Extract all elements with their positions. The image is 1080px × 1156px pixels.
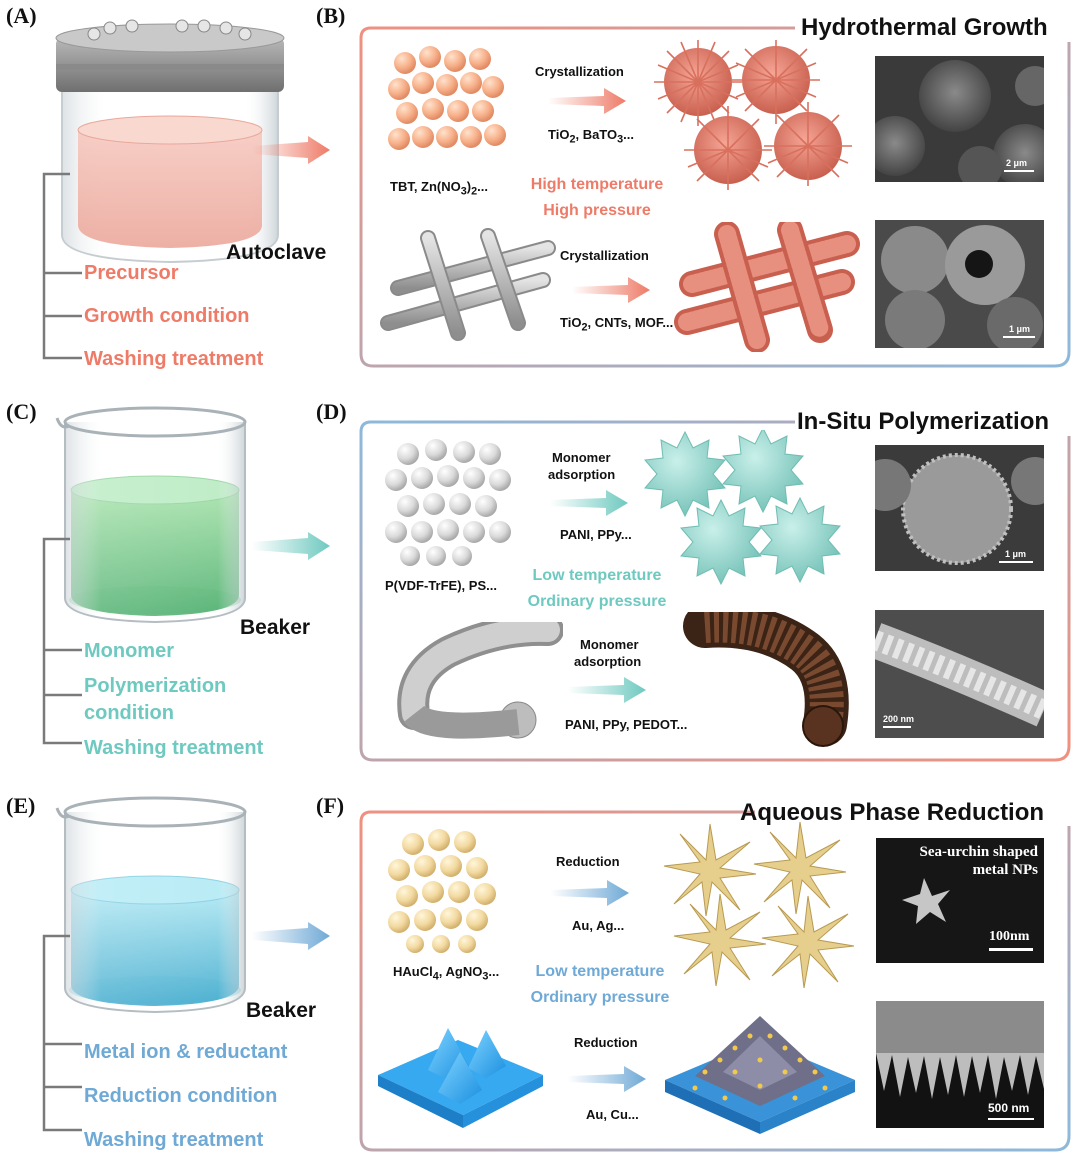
arrow-b1 <box>548 88 628 114</box>
gold-star-particles <box>660 822 860 990</box>
sem-image-d2: 200 nm <box>875 610 1044 738</box>
scale-label-f2: 500 nm <box>988 1101 1029 1115</box>
peach-spheres <box>385 45 510 165</box>
scale-bar-b2 <box>1003 336 1035 338</box>
condition-d-1: Low temperature <box>517 567 677 585</box>
product-d1: PANI, PPy... <box>560 527 632 542</box>
arrow-c-to-d <box>252 532 332 562</box>
item-growth-condition: Growth condition <box>84 303 250 330</box>
process-d2-line2: adsorption <box>574 654 641 669</box>
process-d2-line1: Monomer <box>580 637 639 652</box>
tree-bracket-c <box>38 535 88 755</box>
arrow-e-to-f <box>252 922 332 952</box>
tree-bracket-e <box>38 932 88 1142</box>
panel-label-e: (E) <box>6 793 35 819</box>
arrow-d2 <box>568 677 648 703</box>
process-b1: Crystallization <box>535 64 624 79</box>
process-b2: Crystallization <box>560 248 649 263</box>
gray-fiber <box>388 622 563 742</box>
vessel-label-autoclave: Autoclave <box>226 241 326 265</box>
scale-label-b2: 1 μm <box>1009 324 1030 334</box>
scale-bar-f2 <box>988 1118 1034 1120</box>
product-f2: Au, Cu... <box>586 1107 639 1122</box>
precursor-f1: HAuCl4, AgNO3... <box>393 964 499 983</box>
vessel-label-beaker-e: Beaker <box>246 999 316 1023</box>
condition-b-2: High pressure <box>517 202 677 220</box>
condition-f-1: Low temperature <box>520 963 680 981</box>
process-f2: Reduction <box>574 1035 638 1050</box>
sem-image-f2: 500 nm <box>876 1001 1044 1128</box>
panel-label-f: (F) <box>316 793 344 819</box>
process-d1-line1: Monomer <box>552 450 611 465</box>
panel-label-d: (D) <box>316 399 347 425</box>
panel-label-b: (B) <box>316 3 345 29</box>
rod-mesh <box>378 228 558 343</box>
scale-bar-f1 <box>989 948 1033 951</box>
item-washing-treatment-a: Washing treatment <box>84 346 263 373</box>
vessel-label-beaker-c: Beaker <box>240 616 310 640</box>
arrow-f1 <box>551 880 631 906</box>
arrow-f2 <box>568 1066 648 1092</box>
urchin-particles <box>648 40 858 190</box>
sem-image-d1: 1 μm <box>875 445 1044 571</box>
item-metal-ion-reductant: Metal ion & reductant <box>84 1039 287 1066</box>
scale-label-d1: 1 μm <box>1005 549 1026 559</box>
item-monomer: Monomer <box>84 638 174 665</box>
scale-label-d2: 200 nm <box>883 714 914 724</box>
spiky-teal-particles <box>635 430 850 590</box>
scale-label-f1: 100nm <box>989 929 1029 945</box>
scale-bar-d1 <box>999 561 1033 563</box>
brown-coated-fiber <box>665 612 855 752</box>
panel-label-c: (C) <box>6 399 37 425</box>
panel-title-b: Hydrothermal Growth <box>801 14 1048 42</box>
item-condition: condition <box>84 700 174 727</box>
process-d1-line2: adsorption <box>548 467 615 482</box>
tree-bracket-a <box>38 170 88 370</box>
white-spheres <box>380 438 515 568</box>
decorated-pyramid-array <box>665 1010 855 1140</box>
precursor-b1: TBT, Zn(NO3)2... <box>390 179 488 198</box>
product-f1: Au, Ag... <box>572 918 624 933</box>
sem-text-f1-line1: Sea-urchin shaped <box>919 844 1038 861</box>
item-polymerization: Polymerization <box>84 673 226 700</box>
process-f1: Reduction <box>556 854 620 869</box>
sem-image-f1: Sea-urchin shaped metal NPs 100nm <box>876 838 1044 963</box>
condition-d-2: Ordinary pressure <box>517 593 677 611</box>
sem-image-b1: 2 μm <box>875 56 1044 182</box>
scale-label-b1: 2 μm <box>1006 158 1027 168</box>
item-washing-treatment-e: Washing treatment <box>84 1127 263 1154</box>
product-b2: TiO2, CNTs, MOF... <box>560 315 673 334</box>
precursor-d1: P(VDF-TrFE), PS... <box>385 578 497 593</box>
scale-bar-b1 <box>1004 170 1034 172</box>
item-washing-treatment-c: Washing treatment <box>84 735 263 762</box>
arrow-a-to-b <box>252 136 332 166</box>
arrow-d1 <box>550 490 630 516</box>
fuzzy-rod-mesh <box>672 222 862 352</box>
panel-label-a: (A) <box>6 3 37 29</box>
gold-spheres <box>385 828 510 953</box>
arrow-b2 <box>572 277 652 303</box>
scale-bar-d2 <box>883 726 911 728</box>
sem-image-b2: 1 μm <box>875 220 1044 348</box>
product-b1: TiO2, BaTO3... <box>548 127 634 146</box>
sem-text-f1-line2: metal NPs <box>973 862 1038 879</box>
condition-b-1: High temperature <box>517 176 677 194</box>
item-precursor: Precursor <box>84 260 179 287</box>
condition-f-2: Ordinary pressure <box>520 989 680 1007</box>
item-reduction-condition: Reduction condition <box>84 1083 277 1110</box>
blue-pyramids <box>378 1020 543 1130</box>
